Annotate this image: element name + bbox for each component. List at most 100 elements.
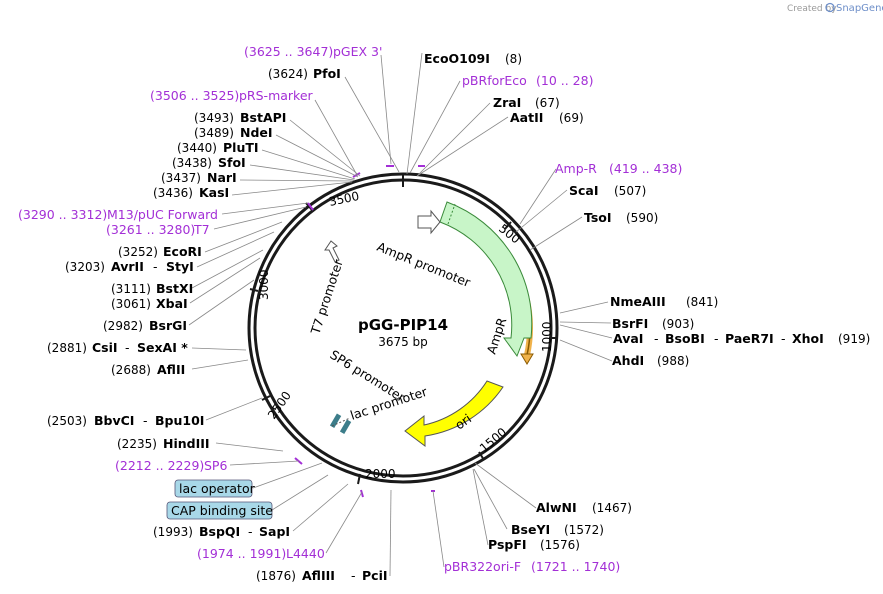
ecori-name: EcoRI — [163, 244, 202, 259]
bstxi-name: BstXI — [156, 281, 193, 296]
l4440-name: L4440 — [286, 546, 325, 561]
sexai-name: SexAI * — [137, 340, 188, 355]
snapgene-logo-icon — [825, 2, 835, 13]
leader-lines — [188, 52, 613, 577]
pbr322-name: pBR322ori-F — [444, 559, 521, 574]
ampr-promoter-label: AmpR promoter — [375, 239, 474, 290]
nmeaiii-name: NmeAIII — [610, 294, 666, 309]
sp6-range: (2212 .. 2229) — [115, 458, 204, 473]
pspfi-name: PspFI — [488, 537, 527, 552]
pfoi-name: PfoI — [313, 66, 341, 81]
ampr-label: AmpR — [484, 315, 510, 355]
bpu10i-name: Bpu10I — [155, 413, 204, 428]
pcii-name: PciI — [362, 568, 388, 583]
sfoi-name: SfoI — [218, 155, 246, 170]
hindiii-pos: (2235) — [117, 437, 157, 451]
ndei-name: NdeI — [240, 125, 273, 140]
csii-pos: (2881) — [47, 341, 87, 355]
bbvci-pos: (2503) — [47, 414, 87, 428]
bseyi-pos: (1572) — [564, 523, 604, 537]
tsoi-name: TsoI — [584, 210, 612, 225]
csii-sep: - — [125, 340, 130, 355]
nari-name: NarI — [207, 170, 237, 185]
avai-sep3: - — [781, 331, 786, 346]
cap-site-box — [166, 501, 273, 520]
avai-pos: (919) — [838, 332, 870, 346]
bspqi-sep: - — [248, 524, 253, 539]
t7-promoter-label: T7 promoter — [307, 257, 346, 337]
eco0109-name: EcoO109I — [424, 51, 490, 66]
pluti-name: PluTI — [223, 140, 259, 155]
l4440-range: (1974 .. 1991) — [197, 546, 286, 561]
bsrfi-pos: (903) — [662, 317, 694, 331]
tick-3500: 3500 — [328, 189, 361, 209]
scai-name: ScaI — [569, 183, 599, 198]
primer-marks — [294, 165, 435, 498]
t7-name: T7 — [193, 222, 210, 237]
ori-feature-arrow — [404, 380, 504, 447]
scai-pos: (507) — [614, 184, 646, 198]
sapi-name: SapI — [259, 524, 290, 539]
ampr-feature-arrow — [439, 201, 533, 358]
pluti-pos: (3440) — [177, 141, 217, 155]
kasi-pos: (3436) — [153, 186, 193, 200]
ampr-promoter-arrow — [417, 209, 441, 235]
avrii-sep: - — [153, 259, 158, 274]
kasi-name: KasI — [199, 185, 229, 200]
ahdi-name: AhdI — [612, 353, 644, 368]
tick-3000: 3000 — [257, 269, 271, 300]
nari-pos: (3437) — [161, 171, 201, 185]
bstapi-pos: (3493) — [194, 111, 234, 125]
aatii-name: AatII — [510, 110, 543, 125]
bbvci-sep: - — [143, 413, 148, 428]
xhoi-name: XhoI — [792, 331, 824, 346]
afliii-sep: - — [351, 568, 356, 583]
pgex3-range: (3625 .. 3647) — [244, 44, 333, 59]
tsoi-pos: (590) — [626, 211, 658, 225]
sfoi-pos: (3438) — [172, 156, 212, 170]
sp6-name: SP6 — [204, 458, 227, 473]
bsrgi-pos: (2982) — [103, 319, 143, 333]
ampr-promoter-boundary — [447, 203, 456, 225]
xbai-name: XbaI — [156, 296, 188, 311]
bstapi-name: BstAPI — [240, 110, 286, 125]
xbai-pos: (3061) — [111, 297, 151, 311]
tick-1500: 1500 — [477, 425, 509, 455]
alwni-name: AlwNI — [536, 500, 577, 515]
m13-name: M13/pUC Forward — [107, 207, 218, 222]
tick-2000: 2000 — [365, 467, 396, 481]
ampr-highlight-arrow — [520, 353, 534, 365]
ecori-pos: (3252) — [118, 245, 158, 259]
afliii-name: AflIII — [302, 568, 335, 583]
ndei-pos: (3489) — [194, 126, 234, 140]
ampR-range: (419 .. 438) — [609, 161, 682, 176]
bbvci-name: BbvCI — [94, 413, 134, 428]
afliii-pos: (1876) — [256, 569, 296, 583]
hindiii-name: HindIII — [163, 436, 210, 451]
pbr322-range: (1721 .. 1740) — [531, 559, 620, 574]
alwni-pos: (1467) — [592, 501, 632, 515]
bstxi-pos: (3111) — [111, 282, 151, 296]
pspfi-pos: (1576) — [540, 538, 580, 552]
bsrfi-name: BsrFI — [612, 316, 648, 331]
zrai-name: ZraI — [493, 95, 521, 110]
bspqi-name: BspQI — [199, 524, 240, 539]
snapgene-brand: SnapGene — [836, 3, 883, 14]
aatii-pos: (69) — [559, 111, 584, 125]
styi-name: StyI — [166, 259, 194, 274]
bseyi-name: BseYI — [511, 522, 550, 537]
tick-1000: 1000 — [540, 321, 554, 352]
created-by-text: Created by — [787, 4, 837, 14]
eco0109-pos: (8) — [505, 52, 522, 66]
bspqi-pos: (1993) — [153, 525, 193, 539]
avai-sep2: - — [714, 331, 719, 346]
zrai-pos: (67) — [535, 96, 560, 110]
t7-range: (3261 .. 3280) — [106, 222, 195, 237]
csii-name: CsiI — [92, 340, 118, 355]
pbrfor-name: pBRforEco — [462, 73, 527, 88]
plasmid-name: pGG-PIP14 — [358, 316, 448, 334]
lac-operator-label: lac operator — [179, 481, 256, 496]
avrii-pos: (3203) — [65, 260, 105, 274]
lac-operator-box — [174, 479, 253, 498]
